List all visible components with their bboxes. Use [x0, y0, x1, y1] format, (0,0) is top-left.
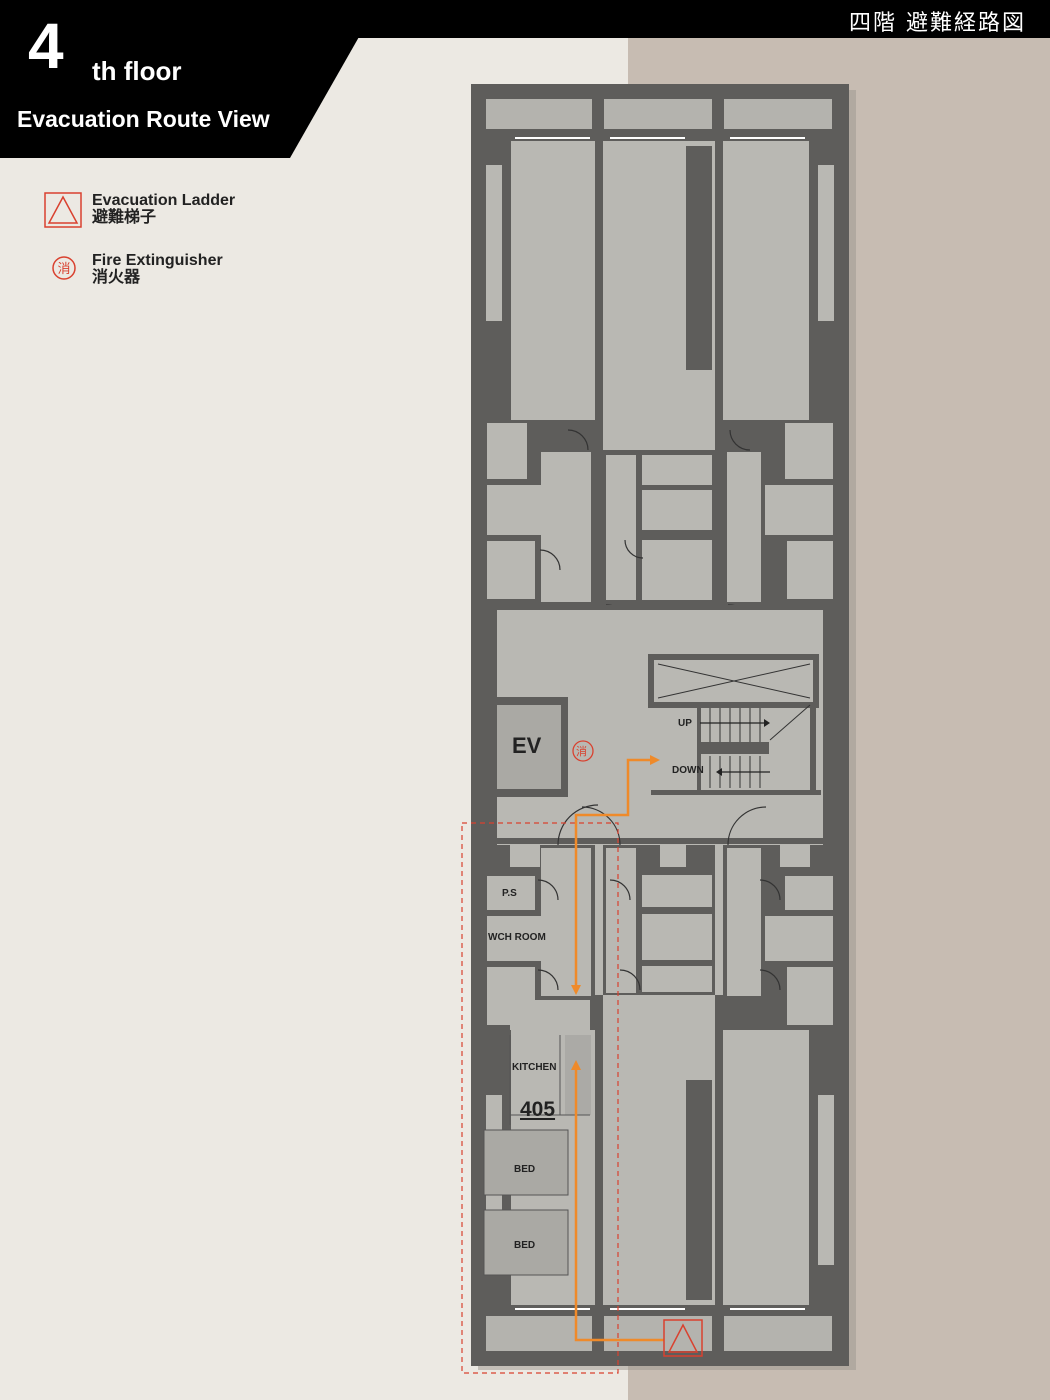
extinguisher-glyph: 消: [576, 745, 587, 758]
elevator-label: EV: [512, 733, 542, 758]
bed-1: [483, 1129, 569, 1196]
page-subtitle: Evacuation Route View: [17, 106, 270, 132]
stair-up-label: UP: [678, 718, 692, 729]
room-number: 405: [520, 1098, 556, 1121]
legend-evacuation-ladder: Evacuation Ladder 避難梯子: [44, 192, 235, 233]
balcony: [480, 93, 598, 135]
floor-number: 4: [28, 10, 64, 82]
fire-extinguisher-icon: 消: [52, 256, 76, 280]
bed-2: [483, 1209, 569, 1276]
balcony: [598, 93, 718, 135]
bed-label: BED: [514, 1164, 536, 1175]
bed-label: BED: [514, 1240, 536, 1251]
legend-label-jp: 消火器: [92, 269, 141, 286]
fire-extinguisher-icon: [572, 740, 594, 762]
legend-label-en: Fire Extinguisher: [92, 252, 223, 269]
svg-text:消: 消: [57, 262, 70, 277]
room-405-highlight: [461, 822, 619, 1374]
kitchen-label: KITCHEN: [512, 1062, 557, 1073]
staircase: [651, 704, 821, 795]
evacuation-ladder-icon: [44, 192, 82, 228]
balcony: [718, 93, 838, 135]
evacuation-route: [574, 758, 664, 1342]
ps-room: [487, 876, 535, 910]
floor-suffix: th floor: [92, 56, 182, 86]
evacuation-ladder-icon: [663, 1319, 703, 1357]
japanese-title: 四階 避難経路図: [849, 11, 1026, 36]
stair-down-label: DOWN: [672, 765, 704, 776]
legend-fire-extinguisher: 消 Fire Extinguisher 消火器: [44, 252, 223, 291]
balcony: [480, 1310, 598, 1357]
balcony: [598, 1310, 718, 1357]
wch-room-label: WCH ROOM: [488, 932, 546, 943]
legend-label-jp: 避難梯子: [92, 209, 157, 226]
balcony: [718, 1310, 838, 1357]
ps-label: P.S: [502, 888, 517, 899]
legend-label-en: Evacuation Ladder: [92, 192, 236, 209]
shaft: [648, 654, 819, 708]
